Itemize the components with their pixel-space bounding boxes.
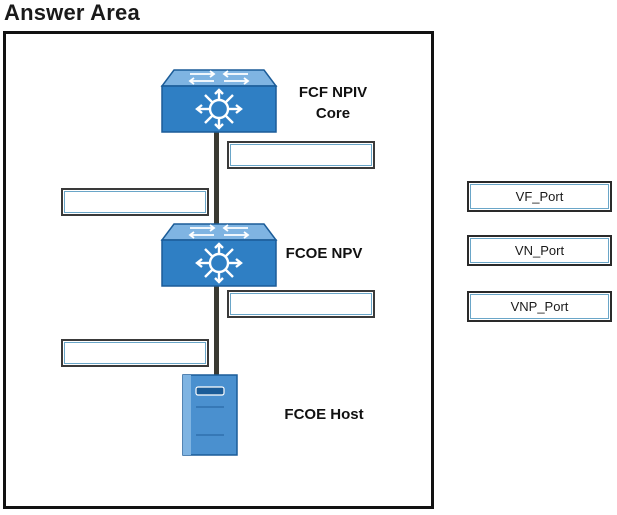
npv-switch-label: FCOE NPV — [285, 245, 363, 262]
link-npv-host — [214, 283, 219, 377]
option-label: VN_Port — [514, 243, 565, 258]
option-vnp-port[interactable]: VNP_Port — [467, 291, 612, 322]
answer-area — [3, 31, 434, 509]
option-label: VNP_Port — [510, 299, 569, 314]
server-icon — [182, 374, 238, 456]
link-core-npv — [214, 131, 219, 234]
option-label: VF_Port — [515, 189, 564, 204]
drop-target-core-downlink[interactable] — [227, 141, 375, 169]
option-vf-port[interactable]: VF_Port — [467, 181, 612, 212]
fc-switch-icon — [160, 223, 278, 287]
answer-area-title: Answer Area — [4, 0, 140, 25]
core-label-line1: FCF NPIV — [298, 84, 368, 101]
core-label-line2: Core — [315, 105, 351, 122]
drop-target-host-uplink[interactable] — [61, 339, 209, 367]
drop-target-npv-downlink[interactable] — [227, 290, 375, 318]
core-switch-label: FCF NPIV Core — [288, 82, 378, 124]
fc-switch-icon — [160, 69, 278, 133]
option-vn-port[interactable]: VN_Port — [467, 235, 612, 266]
host-label: FCOE Host — [284, 406, 364, 423]
drop-target-npv-uplink[interactable] — [61, 188, 209, 216]
